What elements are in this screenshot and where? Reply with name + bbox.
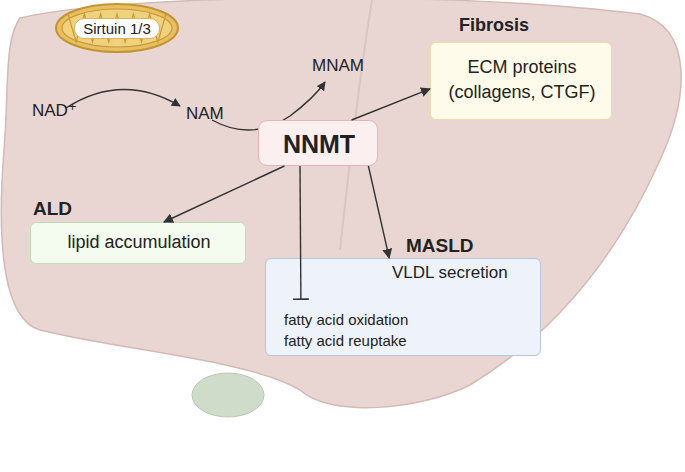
effect-text: lipid accumulation xyxy=(31,232,247,253)
gallbladder xyxy=(192,373,264,417)
protein-label: Sirtuin 1/3 xyxy=(54,2,180,54)
label-pill: Sirtuin 1/3 xyxy=(74,18,160,39)
mitochondrion-inner xyxy=(62,9,172,47)
masld-box: MASLDVLDL secretionfatty acid oxidation … xyxy=(265,258,541,356)
mitochondrion-node: Sirtuin 1/3 xyxy=(54,2,180,54)
metabolite-label: MNAM xyxy=(312,56,364,76)
reaction-arrow xyxy=(66,89,180,108)
effect-arrow xyxy=(164,166,284,222)
enzyme-box: NNMT xyxy=(258,120,378,166)
enzyme-name: NNMT xyxy=(259,121,379,167)
condition-heading: ALD xyxy=(33,198,72,220)
metabolite-label: NAD⁺ xyxy=(32,100,77,121)
effect-arrow xyxy=(352,89,430,120)
ald-box: ALDlipid accumulation xyxy=(30,222,246,264)
effect-text: fatty acid oxidation fatty acid reuptake xyxy=(284,309,434,351)
condition-heading: MASLD xyxy=(406,235,474,257)
condition-heading: Fibrosis xyxy=(459,15,529,36)
effect-arrow xyxy=(368,166,389,258)
liver-outline xyxy=(1,0,681,408)
effect-text: ECM proteins (collagens, CTGF) xyxy=(437,55,607,105)
mitochondrion-outer xyxy=(56,4,178,52)
effect-text: VLDL secretion xyxy=(392,263,508,283)
fibrosis-box: FibrosisECM proteins (collagens, CTGF) xyxy=(430,42,612,120)
inhibition-connector xyxy=(299,166,301,299)
metabolite-label: NAM xyxy=(186,104,224,124)
mitochondrion-cristae xyxy=(68,14,166,42)
